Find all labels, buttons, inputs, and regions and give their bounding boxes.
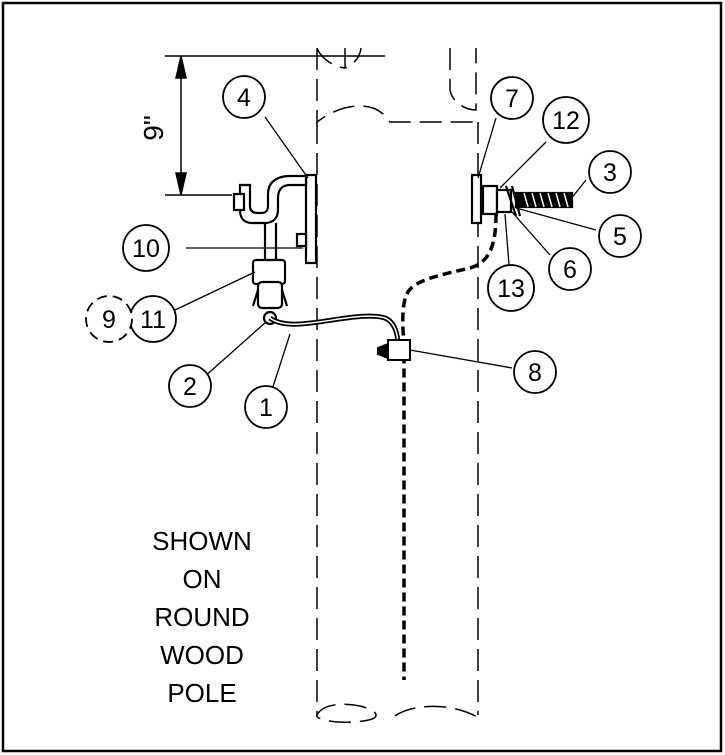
left-bracket-assembly: [232, 173, 318, 326]
dim-arrow-bottom: [175, 172, 187, 196]
callout-2: 2: [183, 373, 197, 401]
leader-lines: [174, 116, 597, 397]
bracket-arm-end: [232, 192, 246, 212]
callout-1-circle: [244, 385, 288, 429]
clamp-body: [251, 258, 287, 286]
nut: [481, 184, 499, 216]
note-line-4: WOOD: [160, 640, 244, 670]
pole-ground-wire: [401, 213, 498, 680]
clamp-side-right: [280, 289, 289, 307]
callout-4: 4: [237, 84, 251, 112]
callout-5: 5: [613, 223, 627, 251]
leader-11: [174, 271, 256, 311]
callout-13: 13: [497, 275, 525, 303]
callout-3-circle: [588, 150, 632, 194]
callout-1: 1: [259, 394, 273, 422]
leader-4: [264, 116, 309, 179]
leader-13: [504, 213, 510, 266]
ground-connector: [377, 339, 411, 361]
leader-1: [269, 333, 291, 397]
callout-5-circle: [598, 214, 642, 258]
callout-12-circle: [542, 96, 590, 144]
leader-12: [499, 141, 547, 189]
bracket-plate: [304, 173, 318, 265]
leader-6: [511, 211, 551, 256]
bracket-arm: [238, 174, 308, 225]
rod-threads: [523, 192, 569, 208]
thread: [523, 192, 529, 208]
note-line-5: POLE: [167, 678, 236, 708]
callout-13-circle: [487, 264, 535, 312]
note-line-1: SHOWN: [152, 526, 252, 556]
clamp-side-left: [251, 289, 260, 307]
right-plate: [470, 173, 483, 225]
pole-top-break: [316, 48, 475, 124]
callout-8: 8: [528, 359, 542, 387]
dim-arrow-top: [175, 55, 187, 79]
thread: [563, 192, 569, 208]
wood-pole: [316, 47, 479, 723]
leader-7: [477, 117, 497, 179]
thread: [555, 192, 561, 208]
callout-12: 12: [552, 107, 580, 135]
shackle: [263, 223, 278, 262]
callout-4-circle: [222, 75, 266, 119]
leader-2: [202, 321, 267, 379]
dimension-label: 9": [138, 115, 169, 141]
bracket-bolt: [295, 232, 308, 248]
pole-bottom-break: [316, 703, 479, 723]
ground-wire-inner: [269, 315, 399, 346]
note-line-2: ON: [183, 564, 222, 594]
clamp-lower: [256, 280, 284, 310]
callout-6-circle: [548, 247, 592, 291]
pole-note: SHOWN ON ROUND WOOD POLE: [152, 526, 252, 708]
connector-body: [387, 339, 411, 361]
note-line-3: ROUND: [154, 602, 249, 632]
pole-top-break-upper: [316, 47, 477, 111]
thread: [547, 192, 553, 208]
callout-10: 10: [132, 235, 160, 263]
callout-6: 6: [563, 256, 577, 284]
callout-labels: 4 10 11 9 2 1 7 12 3 5 6 13 8: [102, 84, 627, 422]
connector-nose: [377, 342, 389, 360]
callout-2-circle: [168, 364, 212, 408]
thread: [539, 192, 545, 208]
callouts: [85, 75, 642, 429]
leader-8: [409, 349, 513, 369]
callout-9-circle: [85, 295, 133, 343]
callout-7: 7: [505, 85, 519, 113]
callout-8-circle: [513, 350, 557, 394]
callout-3: 3: [603, 159, 617, 187]
leader-5: [515, 207, 597, 231]
callout-9: 9: [102, 306, 116, 334]
dimension-9in: [165, 55, 385, 196]
callout-11: 11: [140, 306, 166, 334]
leader-3: [569, 179, 587, 201]
thread: [531, 192, 537, 208]
callout-7-circle: [490, 76, 534, 120]
callout-10-circle: [122, 224, 170, 272]
